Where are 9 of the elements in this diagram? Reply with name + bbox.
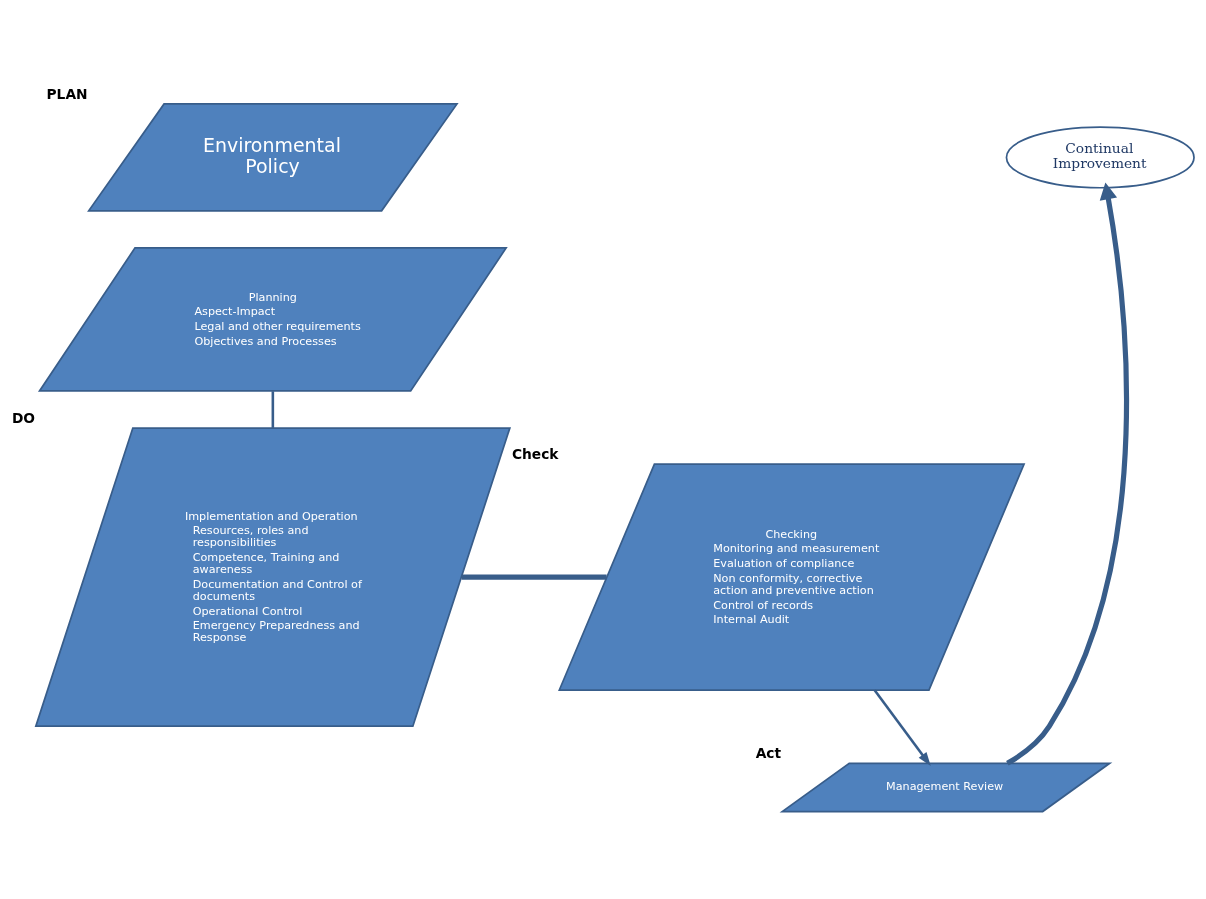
node-label: Act [755,744,782,761]
node-label: DO [11,409,36,426]
node-ellipse: Continual Improvement [1005,125,1195,189]
connector [271,390,275,428]
arrow [1006,182,1129,765]
node-label: Check [511,445,559,462]
arrow [873,688,931,766]
connector [461,574,607,580]
node-label: PLAN [46,85,88,102]
